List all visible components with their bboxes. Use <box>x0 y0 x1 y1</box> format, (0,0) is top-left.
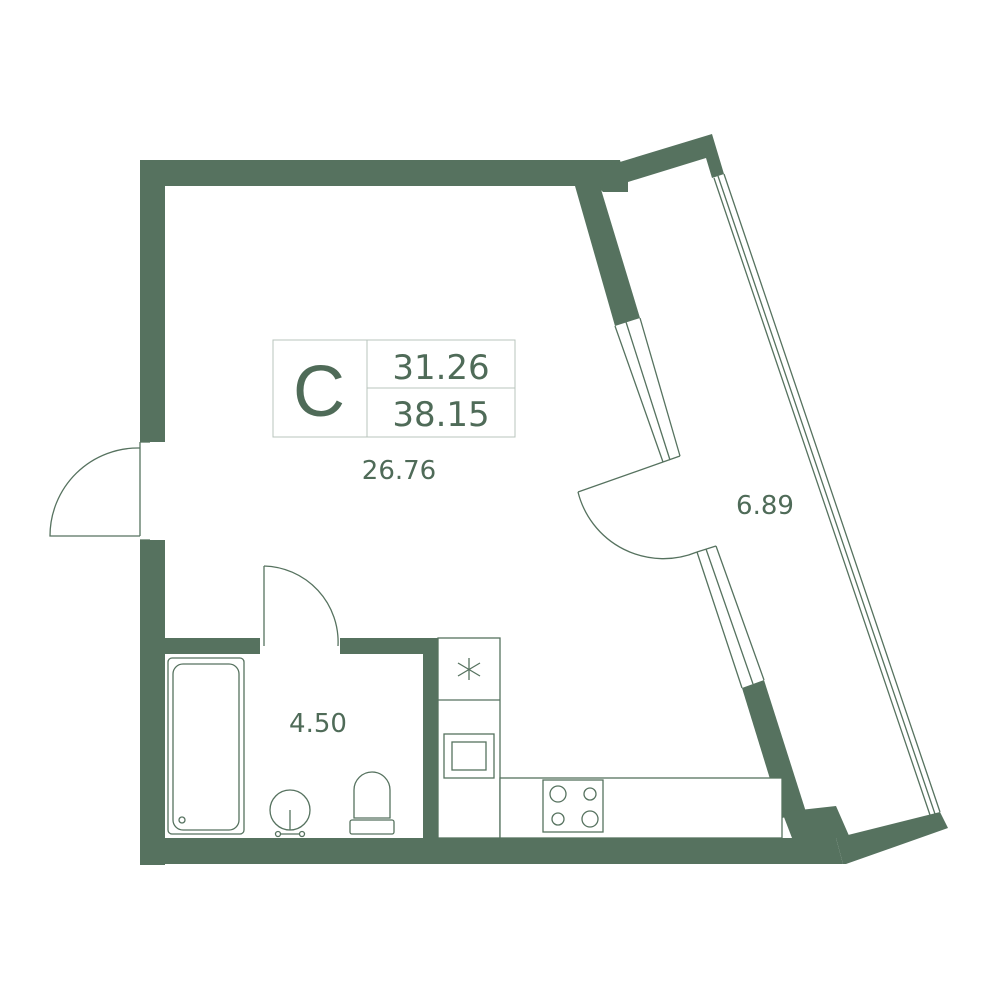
toilet-icon <box>349 771 395 835</box>
partition-window-2 <box>639 317 681 457</box>
balcony-window-line-1 <box>723 173 941 813</box>
living-area: 31.26 <box>392 348 489 388</box>
microwave-inner <box>451 741 487 771</box>
entrance-door-swing <box>49 447 141 537</box>
bathroom-door-swing <box>263 565 339 647</box>
bathroom-area: 4.50 <box>289 709 347 739</box>
wall-left-lower <box>140 540 165 865</box>
ventilation-icon <box>457 658 481 680</box>
bathroom-wall-top-left <box>165 638 260 654</box>
wall-top-left <box>140 160 620 186</box>
balcony-window-line-3 <box>717 175 936 815</box>
wall-partition-lower <box>742 680 806 818</box>
bathroom-wall-top-right <box>340 638 438 654</box>
partition-window-end <box>662 455 681 463</box>
wall-left-upper <box>140 160 165 442</box>
balcony-door-swing <box>577 491 698 560</box>
wall-partition-upper <box>575 186 640 326</box>
apartment-type-letter: C <box>293 352 345 432</box>
balcony-window-line-2 <box>713 177 931 816</box>
main-room-area: 26.76 <box>362 456 436 486</box>
partition-window-6 <box>705 548 754 685</box>
partition-window-3 <box>625 321 671 461</box>
wall-balcony-top <box>600 134 724 192</box>
sink-icon <box>269 789 311 838</box>
bathroom-wall-right <box>423 638 438 838</box>
balcony-door-leaf <box>577 461 664 493</box>
stove-icon <box>542 779 604 833</box>
partition-window-4 <box>696 551 743 689</box>
partition-window-1 <box>614 325 664 463</box>
area-info-box <box>272 339 516 438</box>
partition-window-5 <box>715 545 765 681</box>
balcony-area: 6.89 <box>736 491 794 521</box>
kitchen-counter-base <box>499 777 783 839</box>
wall-balcony-bottom <box>836 812 948 864</box>
wall-corner-block <box>782 806 850 838</box>
partition-window-start <box>696 545 717 553</box>
total-area: 38.15 <box>392 395 489 435</box>
bathtub-icon <box>167 657 245 835</box>
